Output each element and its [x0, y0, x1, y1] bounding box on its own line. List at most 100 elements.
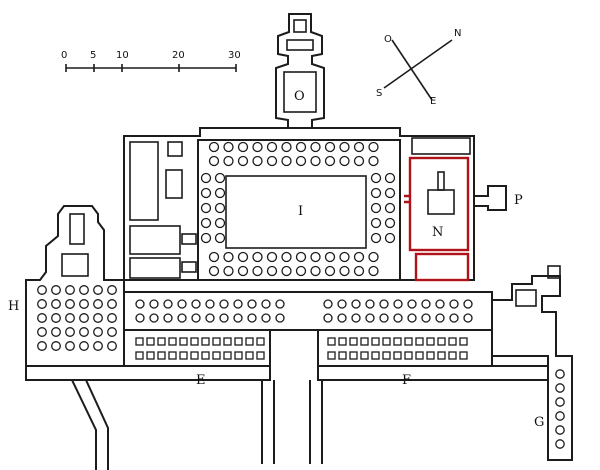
courtyard-column	[179, 351, 188, 360]
hall-column	[200, 172, 212, 184]
hall-column	[353, 251, 365, 263]
colonnade-column	[261, 299, 271, 309]
colonnade-column	[177, 299, 187, 309]
colonnade-column	[379, 299, 389, 309]
hall-column-grid	[200, 141, 396, 277]
courtyard-column	[245, 337, 254, 346]
hall-column	[208, 251, 220, 263]
wing-h-column	[93, 341, 103, 351]
hall-column	[281, 141, 292, 153]
courtyard-column	[404, 337, 413, 346]
zone-label-f: F	[402, 373, 411, 388]
hall-column	[214, 232, 226, 244]
courtyard-column	[212, 337, 221, 346]
hall-column	[223, 141, 234, 153]
courtyard-column	[256, 337, 265, 346]
wing-h-column	[107, 299, 117, 309]
hall-column	[384, 187, 396, 199]
wing-h-column	[51, 299, 61, 309]
courtyard-column	[349, 351, 358, 360]
wing-h-column	[79, 327, 89, 337]
colonnade-column	[421, 299, 431, 309]
courtyard-column	[234, 337, 243, 346]
hall-column	[339, 141, 350, 153]
wing-h-column	[107, 341, 117, 351]
colonnade-column	[337, 313, 347, 323]
hall-column	[384, 217, 396, 229]
courtyard-column	[190, 351, 199, 360]
wing-h-column	[51, 285, 61, 295]
hall-column	[281, 251, 292, 263]
colonnade-column	[219, 313, 229, 323]
colonnade-column	[219, 299, 229, 309]
hall-column	[370, 172, 382, 184]
courtyard-column	[327, 351, 336, 360]
wing-h-column	[37, 341, 47, 351]
chamber-g-column	[555, 439, 565, 449]
wing-h-column	[37, 327, 47, 337]
hall-column	[214, 172, 226, 184]
courtyard-column	[393, 351, 402, 360]
hall-column	[384, 172, 396, 184]
colonnade-column	[449, 313, 459, 323]
scale-tick-30: 30	[228, 50, 241, 61]
hall-column	[223, 155, 234, 167]
courtyard-column	[245, 351, 254, 360]
colonnade-column	[247, 313, 257, 323]
west-chambers	[129, 141, 197, 279]
colonnade-column	[191, 299, 201, 309]
colonnade-column	[275, 299, 285, 309]
courtyard-column	[437, 351, 446, 360]
wing-h-column	[107, 313, 117, 323]
compass-east-label: E	[430, 96, 436, 107]
hall-column	[252, 141, 263, 153]
hall-column	[310, 141, 321, 153]
colonnade-column	[393, 313, 403, 323]
colonnade-column	[233, 313, 243, 323]
colonnade-column	[337, 299, 347, 309]
chamber-g-column	[555, 425, 565, 435]
scale-tick-20: 20	[172, 50, 185, 61]
hall-column	[237, 251, 249, 263]
wing-h-column	[79, 313, 89, 323]
colonnade-column	[435, 299, 445, 309]
hall-column	[266, 155, 278, 167]
lower-courtyards: E F	[25, 291, 549, 388]
hall-column	[295, 265, 307, 277]
colonnade-column	[421, 313, 431, 323]
courtyard-column	[201, 337, 210, 346]
colonnade-column	[449, 299, 459, 309]
hall-column	[384, 202, 396, 214]
colonnade-column	[177, 313, 187, 323]
courtyard-column	[382, 337, 391, 346]
courtyard-column	[371, 351, 380, 360]
courtyard-column	[338, 337, 347, 346]
hall-column	[214, 217, 226, 229]
chamber-g-column	[555, 383, 565, 393]
main-hall-i: I	[123, 127, 475, 281]
hall-column	[200, 187, 212, 199]
wing-h-column	[107, 327, 117, 337]
colonnade-column	[261, 313, 271, 323]
chamber-g-column-row	[555, 369, 565, 449]
colonnade-column	[135, 299, 145, 309]
wing-h-column	[37, 313, 47, 323]
courtyard-column	[426, 351, 435, 360]
colonnade-column	[463, 313, 473, 323]
hall-column	[281, 155, 292, 167]
hall-column	[200, 202, 212, 214]
wing-h-column	[93, 313, 103, 323]
courtyard-column	[415, 351, 424, 360]
compass-rose: O N S E	[376, 28, 461, 107]
colonnade-column	[323, 299, 333, 309]
colonnade-column	[407, 299, 417, 309]
courtyard-column	[360, 337, 369, 346]
hall-column	[295, 141, 307, 153]
hall-column	[370, 202, 382, 214]
compass-south-label: S	[376, 88, 382, 99]
colonnade-column	[205, 313, 215, 323]
wing-h-column	[107, 285, 117, 295]
hall-column	[310, 265, 321, 277]
wing-h-column	[65, 341, 75, 351]
wing-h-column	[93, 327, 103, 337]
